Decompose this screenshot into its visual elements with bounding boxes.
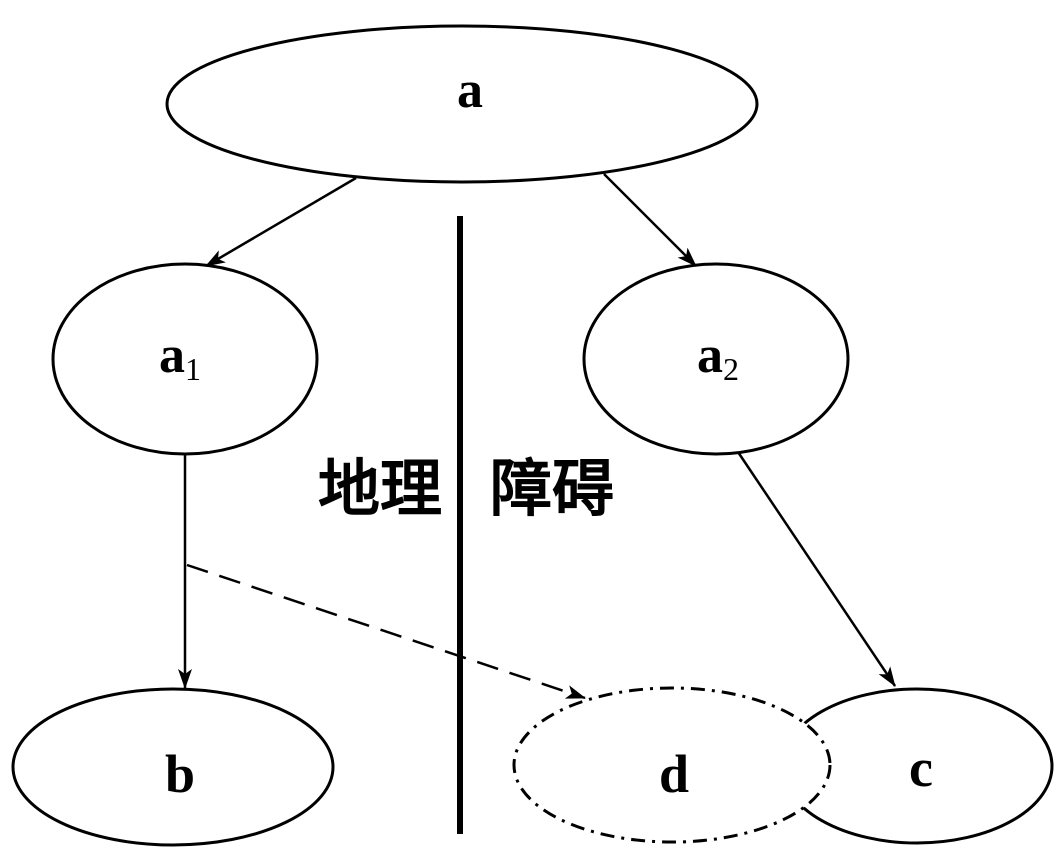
node-a1-subscript: 1 [185,351,201,387]
node-b-label: b [165,744,195,804]
node-a2-label: a2 [697,327,739,387]
arrow-a-to-a1 [205,176,357,268]
node-a1-label: a1 [159,327,201,387]
node-b-ellipse [11,687,335,847]
arrow-a2-to-c [736,451,897,687]
node-a2-subscript: 2 [723,351,739,387]
node-c-label: c [909,738,933,798]
barrier-label-right: 障碍 [490,452,614,525]
arrow-dashed-to-d [186,563,586,700]
barrier-label-left: 地理 [318,452,442,525]
node-a-ellipse [165,24,759,184]
arrow-a-to-a2 [603,173,697,267]
node-d-label: d [659,744,689,804]
node-a2-ellipse [582,262,850,456]
node-d-ellipse [512,686,832,844]
node-a-label: a [457,62,483,119]
